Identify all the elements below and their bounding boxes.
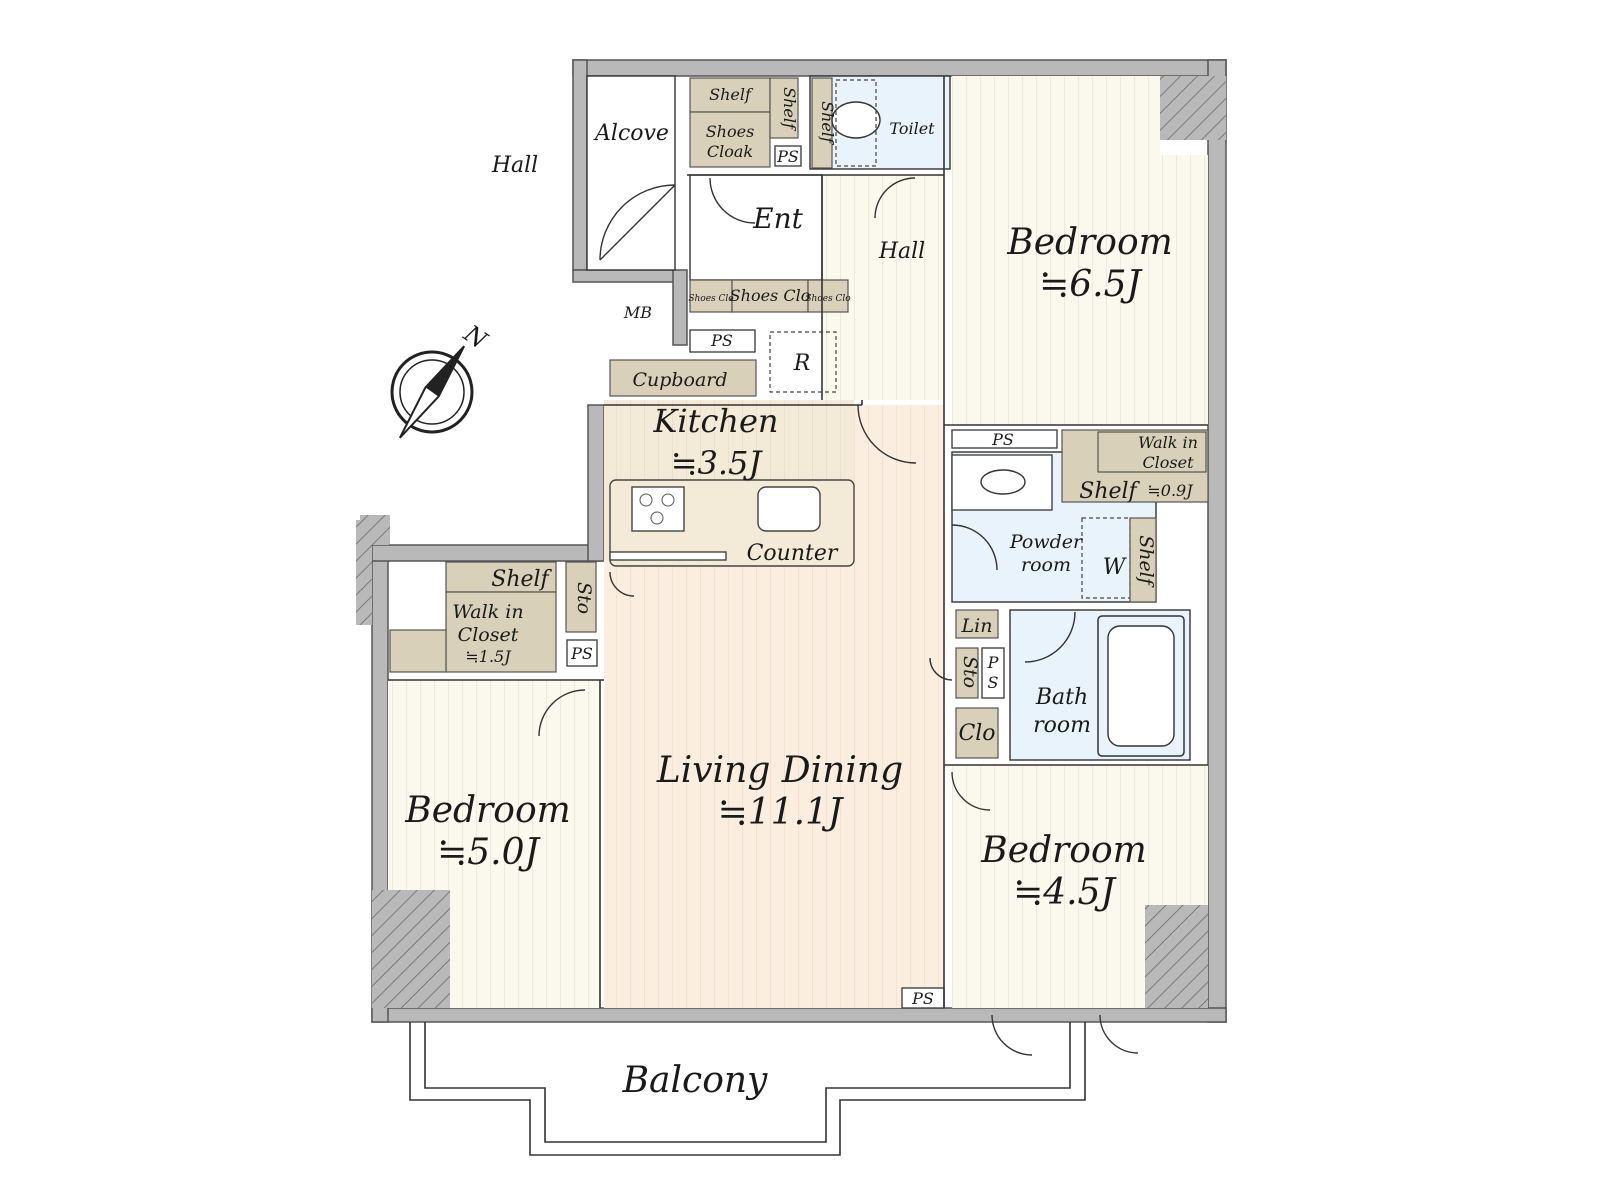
walk-in-closet-ne-area-label: ≒0.9J xyxy=(1147,481,1194,500)
shelf-west-label: Shelf xyxy=(491,567,552,592)
walk-in-closet-w-area-label: ≒1.5J xyxy=(465,647,512,666)
toilet-label: Toilet xyxy=(889,119,935,138)
shoes-cloak-label-1: Shoes xyxy=(706,122,755,141)
powder-room-label-1: Powder xyxy=(1009,531,1084,553)
bedroom-se-area-label: ≒4.5J xyxy=(1013,872,1117,913)
alcove-label: Alcove xyxy=(593,121,669,146)
shelf-top-label: Shelf xyxy=(709,85,754,104)
shoes-clo-small-right-label: Shoes Clo xyxy=(805,294,851,304)
cupboard-label: Cupboard xyxy=(632,369,727,391)
labels: Hall Alcove MB Shelf Shelf Shelf Shoes C… xyxy=(404,85,1198,1101)
ps-top-label: PS xyxy=(776,147,799,166)
bedroom-ne-label: Bedroom xyxy=(1006,222,1173,263)
bedroom-w-floor xyxy=(388,680,600,1008)
bedroom-w-label: Bedroom xyxy=(404,790,571,831)
walk-in-closet-ne-label-2: Closet xyxy=(1142,453,1194,472)
mb-label: MB xyxy=(623,303,652,322)
walk-in-closet-w-label-2: Closet xyxy=(458,624,519,646)
kitchen-label: Kitchen xyxy=(652,402,778,440)
shelf-powder-label: Shelf xyxy=(1135,535,1157,588)
shoes-clo-label: Shoes Clo xyxy=(730,286,811,305)
ps-west-label: PS xyxy=(570,644,593,663)
storage-east-label: Sto xyxy=(959,656,981,688)
exterior-walls xyxy=(356,59,1227,1023)
shoes-cloak-label-2: Cloak xyxy=(707,142,753,161)
ps-ent-label: PS xyxy=(710,331,733,350)
linen-label: Lin xyxy=(961,615,993,637)
ps-south-label: PS xyxy=(911,989,934,1008)
balcony xyxy=(409,1022,1086,1156)
powder-room-label-2: room xyxy=(1021,554,1071,576)
walk-in-closet-ne-shelf-label: Shelf xyxy=(1079,479,1140,504)
bedroom-se-floor xyxy=(952,765,1208,1008)
closet-east-label: Clo xyxy=(958,721,995,746)
balcony-label: Balcony xyxy=(622,1060,768,1101)
alcove-floor xyxy=(586,75,676,271)
compass-needle: N xyxy=(398,319,493,439)
refrigerator-label: R xyxy=(793,351,811,376)
shelf-toilet-label: Shelf xyxy=(818,101,837,146)
compass: N xyxy=(390,319,493,439)
shelf-vertical-label: Shelf xyxy=(780,87,799,132)
bedroom-w-area-label: ≒5.0J xyxy=(437,832,541,873)
walk-in-closet-ne-label-1: Walk in xyxy=(1138,433,1198,452)
walk-in-closet-w-label-1: Walk in xyxy=(452,601,523,623)
counter-label: Counter xyxy=(747,541,839,566)
hall-inner-label: Hall xyxy=(878,239,925,264)
kitchen-area-label: ≒3.5J xyxy=(671,444,764,482)
bedroom-se-label: Bedroom xyxy=(980,830,1147,871)
bedroom-ne-floor xyxy=(952,76,1208,425)
ps-bath-label-1: P xyxy=(987,653,999,672)
ps-bath-label-2: S xyxy=(988,673,999,692)
doors xyxy=(538,177,1139,1056)
entrance-label: Ent xyxy=(752,202,803,235)
ps-ne-label: PS xyxy=(991,430,1014,449)
bath-room-label-1: Bath xyxy=(1035,685,1088,710)
living-dining-label: Living Dining xyxy=(656,750,903,791)
storage-west-label: Sto xyxy=(573,582,595,614)
bath-room-label-2: room xyxy=(1033,713,1091,738)
washer-label: W xyxy=(1103,555,1128,580)
hall-outside-label: Hall xyxy=(491,153,538,178)
interior-walls xyxy=(388,76,1208,1008)
storage-blocks xyxy=(389,77,1209,1009)
shoes-clo-small-left-label: Shoes Clo xyxy=(688,294,734,304)
living-dining-area-label: ≒11.1J xyxy=(718,792,845,833)
bedroom-ne-area-label: ≒6.5J xyxy=(1039,264,1143,305)
